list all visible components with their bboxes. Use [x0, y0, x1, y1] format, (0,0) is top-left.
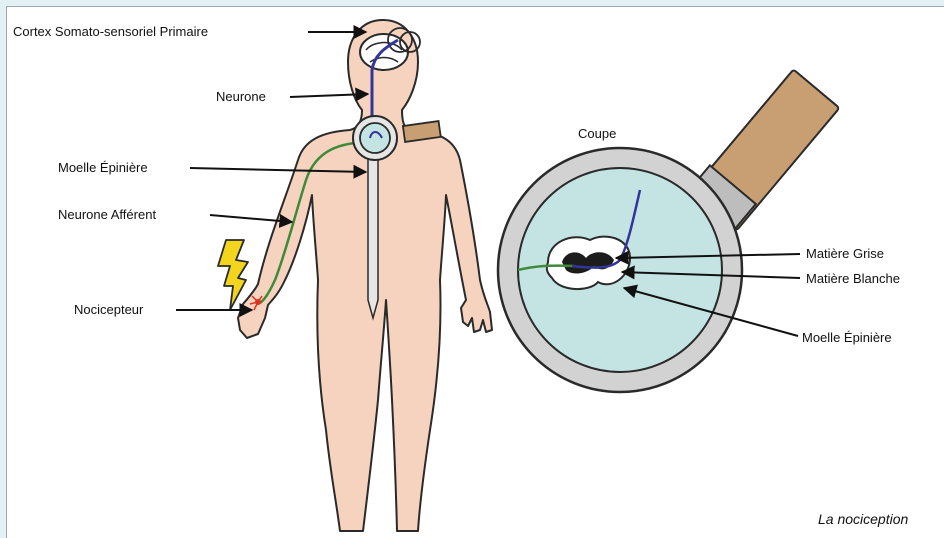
- label-coupe: Coupe: [578, 126, 616, 141]
- label-cortex: Cortex Somato-sensoriel Primaire: [13, 24, 366, 39]
- label-nocicepteur: Nocicepteur: [74, 302, 252, 317]
- svg-text:Nocicepteur: Nocicepteur: [74, 302, 144, 317]
- svg-text:Matière Blanche: Matière Blanche: [806, 271, 900, 286]
- svg-text:Neurone: Neurone: [216, 89, 266, 104]
- svg-text:Moelle Épinière: Moelle Épinière: [58, 160, 148, 175]
- magnifying-glass-icon: [498, 69, 839, 392]
- label-neurone: Neurone: [216, 89, 368, 104]
- figure-caption: La nociception: [818, 511, 909, 527]
- lightning-bolt-icon: [218, 240, 248, 310]
- svg-text:Moelle Épinière: Moelle Épinière: [802, 330, 892, 345]
- label-neurone-afferent: Neurone Afférent: [58, 207, 292, 222]
- svg-text:Matière Grise: Matière Grise: [806, 246, 884, 261]
- svg-text:Cortex Somato-sensoriel Primai: Cortex Somato-sensoriel Primaire: [13, 24, 208, 39]
- svg-text:Neurone Afférent: Neurone Afférent: [58, 207, 156, 222]
